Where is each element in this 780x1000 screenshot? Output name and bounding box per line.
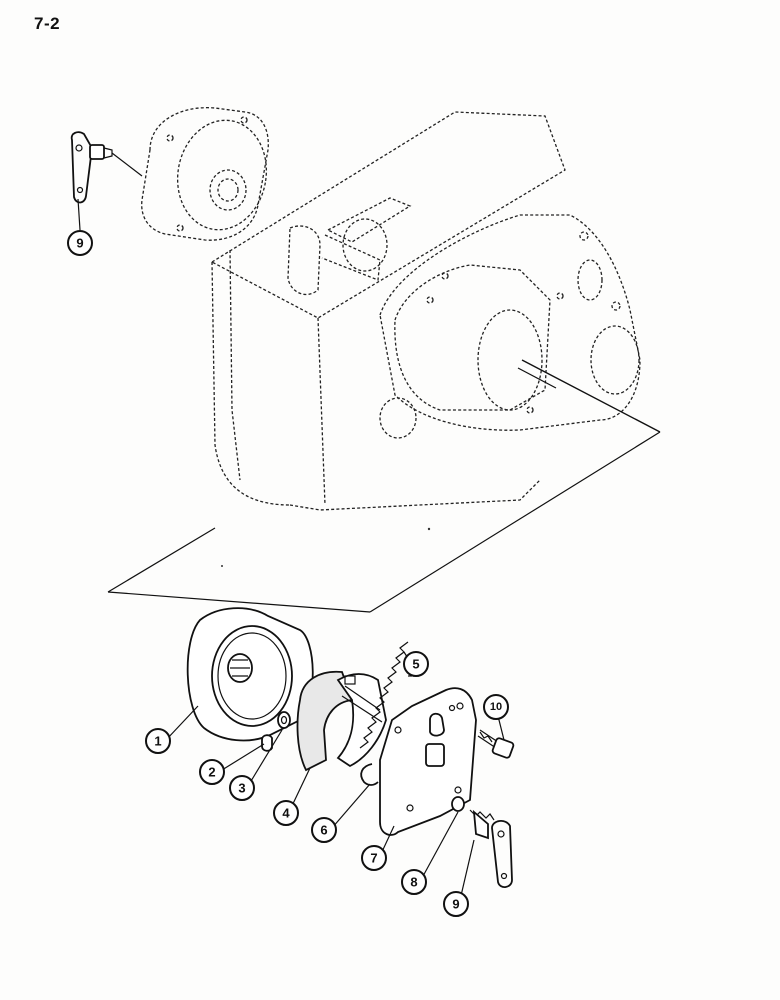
callout-label: 3 <box>238 781 245 796</box>
backing-plate <box>379 687 477 836</box>
callout-10: 10 <box>483 694 509 720</box>
spring <box>359 641 409 749</box>
leader-lines <box>165 651 475 901</box>
alignment-lines <box>107 431 661 613</box>
callout-label: 6 <box>320 823 327 838</box>
callout-8: 8 <box>401 869 427 895</box>
callout-7: 7 <box>361 845 387 871</box>
page-number: 7-2 <box>34 14 61 33</box>
callout-1: 1 <box>145 728 171 754</box>
transmission-housing <box>210 111 661 511</box>
stray-mark <box>221 565 223 567</box>
lower-lever <box>469 809 513 888</box>
brake-drum <box>186 607 314 742</box>
upper-brake-assembly <box>141 107 269 241</box>
callout-label: 2 <box>208 765 215 780</box>
bolt <box>477 715 515 759</box>
upper-lever <box>70 131 143 231</box>
callout-label: 9 <box>76 236 83 251</box>
callout-label: 7 <box>370 851 377 866</box>
callout-label: 5 <box>412 657 419 672</box>
brake-shoes <box>296 670 387 772</box>
callout-4: 4 <box>273 800 299 826</box>
callout-5: 5 <box>403 651 429 677</box>
callout-9-bottom: 9 <box>443 891 469 917</box>
callout-3: 3 <box>229 775 255 801</box>
stray-mark <box>427 527 431 531</box>
callout-label: 4 <box>282 806 290 821</box>
callout-label: 9 <box>452 897 459 912</box>
callout-6: 6 <box>311 817 337 843</box>
callout-2: 2 <box>199 759 225 785</box>
callout-label: 10 <box>490 701 502 713</box>
callout-label: 8 <box>410 875 417 890</box>
callout-label: 1 <box>154 734 161 749</box>
o-ring <box>451 796 465 812</box>
washer-and-clip <box>261 711 291 752</box>
retaining-ring <box>360 763 379 786</box>
callout-9-top: 9 <box>67 230 93 256</box>
